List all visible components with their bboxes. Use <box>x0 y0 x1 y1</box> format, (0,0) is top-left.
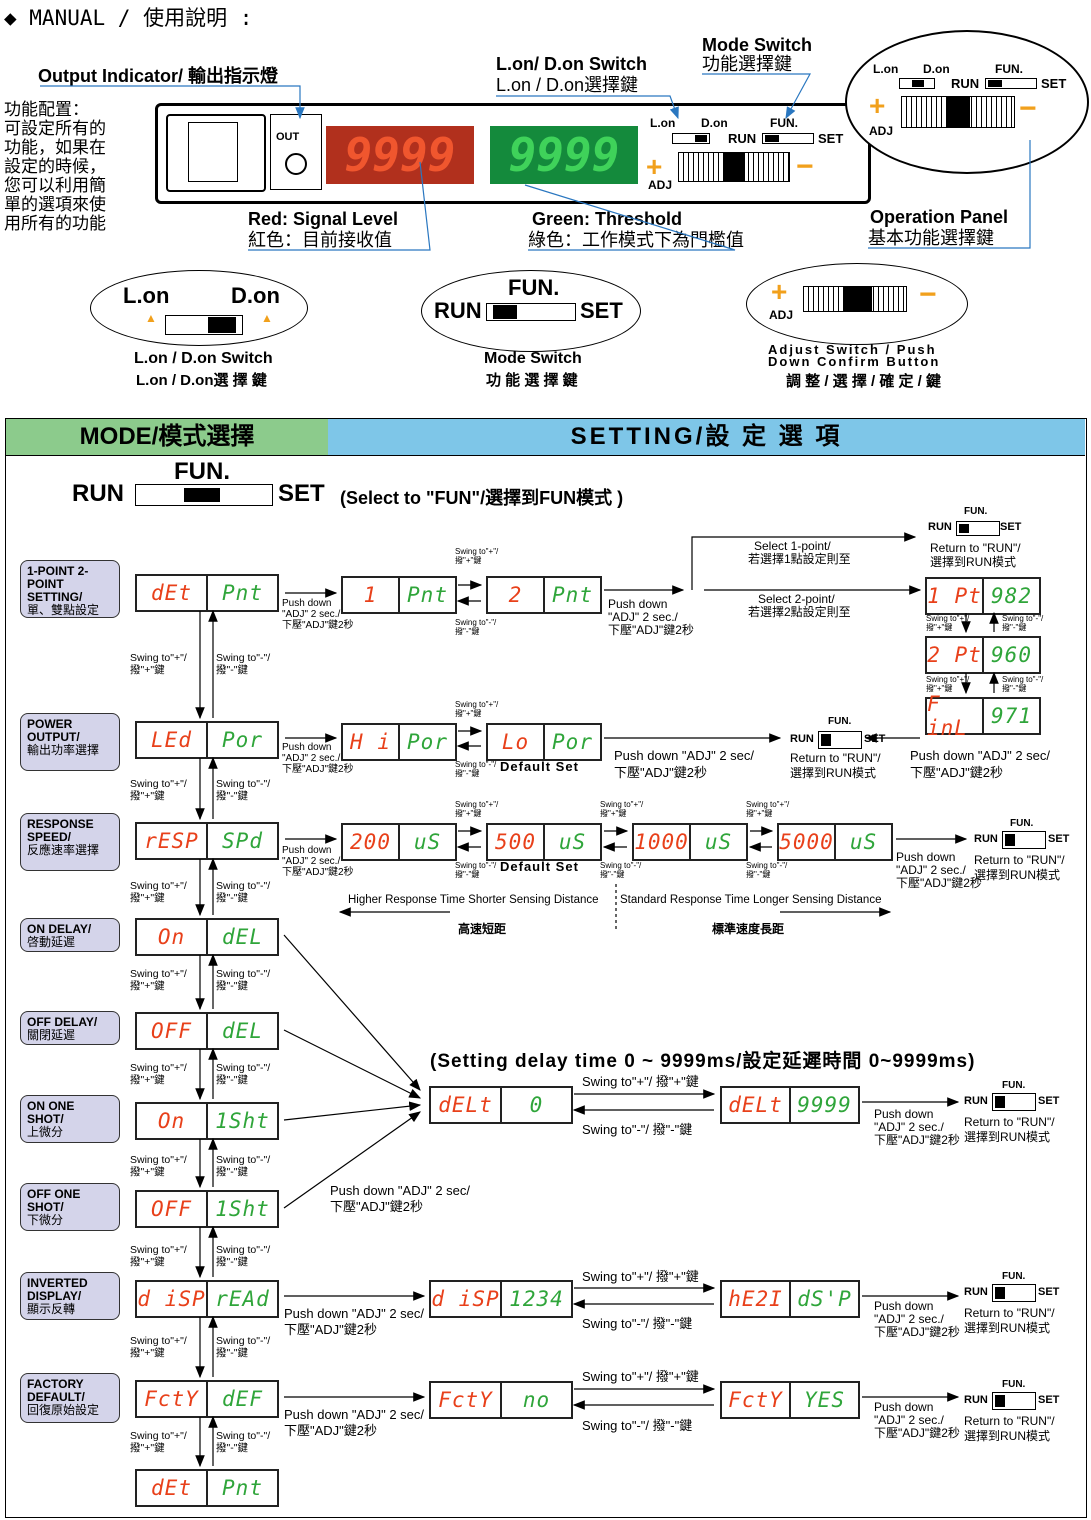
mode-label-response-speed: RESPONSE SPEED/反應速率選擇 <box>20 813 120 871</box>
push-label: Push down"ADJ" 2 sec./下壓"ADJ"鍵2秒 <box>608 597 694 637</box>
fun-mode-switch <box>135 484 273 506</box>
plus-icon: + <box>646 151 663 182</box>
lon-don-switch-label-zh: L.on / D.on選擇鍵 <box>496 75 639 95</box>
swing-label: Swing to"-"/撥"-"鍵 <box>216 968 271 992</box>
mode-label-on-delay: ON DELAY/啓動延遲 <box>20 918 120 952</box>
mode-label-power-output: POWER OUTPUT/輸出功率選擇 <box>20 713 120 771</box>
push-label: Push down"ADJ" 2 sec./下壓"ADJ"鍵2秒 <box>874 1299 960 1339</box>
swing-label: Swing to"+"/撥"+"鍵 <box>130 652 187 676</box>
output-led-icon <box>285 153 307 175</box>
operation-panel-label: Operation Panel <box>870 207 1009 227</box>
swing-label: Swing to"+"/撥"+"鍵 <box>130 1244 187 1268</box>
function-config-note: 功能配置： 可設定所有的 功能，如果在 設定的時候， 您可以利用簡 單的選項來使… <box>4 100 106 233</box>
settings-table <box>5 418 1087 1518</box>
minus-icon: − <box>796 150 814 183</box>
green-label: Green: Threshold <box>532 209 683 229</box>
setting-header: SETTING/設 定 選 項 <box>328 419 1085 456</box>
red-label: Red: Signal Level <box>248 209 399 229</box>
output-indicator-label: Output Indicator/ 輸出指示燈 <box>38 66 278 86</box>
run-switch-icon: FUN. RUN SET <box>964 1080 1064 1114</box>
device-connector <box>166 114 266 192</box>
operation-panel-label-zh: 基本功能選擇鍵 <box>868 228 994 248</box>
delay-title: (Setting delay time 0 ~ 9999ms/設定延遲時間 0~… <box>430 1051 976 1072</box>
green-label-zh: 綠色：工作模式下為門檻值 <box>528 230 744 250</box>
mode-label-off-one-shot: OFF ONE SHOT/下微分 <box>20 1183 120 1231</box>
green-display: 9999 <box>490 126 638 184</box>
swing-label: Swing to"-"/撥"-"鍵 <box>216 1154 271 1178</box>
mode-switch-label-zh: 功能選擇鍵 <box>702 54 792 74</box>
adjust-switch[interactable] <box>678 152 790 182</box>
push-label: Push down"ADJ" 2 sec./下壓"ADJ"鍵2秒 <box>874 1400 960 1440</box>
swing-label: Swing to"-"/撥"-"鍵 <box>216 652 271 676</box>
swing-label: Swing to"+"/撥"+"鍵 <box>130 1062 187 1086</box>
swing-label: Swing to"+"/撥"+"鍵 <box>130 1430 187 1454</box>
push-label: Push down"ADJ" 2 sec./下壓"ADJ"鍵2秒 <box>282 742 354 775</box>
swing-label: Swing to"-"/撥"-"鍵 <box>216 880 271 904</box>
mode-label-off-delay: OFF DELAY/關閉延遲 <box>20 1011 120 1045</box>
push-label: Push down"ADJ" 2 sec./下壓"ADJ"鍵2秒 <box>896 850 982 890</box>
run-switch-icon: FUN. RUN SET <box>964 1379 1064 1413</box>
push-label: Push down"ADJ" 2 sec./下壓"ADJ"鍵2秒 <box>282 598 354 631</box>
red-label-zh: 紅色：目前接收值 <box>248 230 392 250</box>
mode-switch[interactable] <box>762 133 814 144</box>
swing-label: Swing to"-"/撥"-"鍵 <box>216 1430 271 1454</box>
push-label: Push down"ADJ" 2 sec./下壓"ADJ"鍵2秒 <box>282 845 354 878</box>
swing-label: Swing to"+"/撥"+"鍵 <box>130 968 187 992</box>
lon-don-oval: L.on D.on ▲ ▲ <box>90 270 308 346</box>
swing-label: Swing to"+"/撥"+"鍵 <box>130 1154 187 1178</box>
mode-label-factory-default: FACTORY DEFAULT/回復原始設定 <box>20 1373 120 1423</box>
mode-label-inverted-display: INVERTED DISPLAY/顯示反轉 <box>20 1272 120 1320</box>
run-switch-icon: FUN. RUN SET <box>964 1271 1064 1305</box>
run-switch-icon: FUN. RUN SET <box>974 818 1074 852</box>
swing-label: Swing to"-"/撥"-"鍵 <box>216 778 271 802</box>
page-title: ◆ MANUAL / 使用說明 : <box>4 6 253 30</box>
mode-label-on-one-shot: ON ONE SHOT/上微分 <box>20 1095 120 1143</box>
red-display: 9999 <box>326 126 474 184</box>
operation-panel-zoom: L.on D.on FUN. RUN SET + ADJ − <box>845 30 1089 174</box>
sensor-device: OUT 9999 9999 L.on D.on FUN. RUN SET + A… <box>155 103 871 204</box>
swing-label: Swing to"-"/撥"-"鍵 <box>216 1335 271 1359</box>
lon-don-switch-label: L.on/ D.on Switch <box>496 54 647 74</box>
push-label: Push down"ADJ" 2 sec./下壓"ADJ"鍵2秒 <box>874 1107 960 1147</box>
mode-header: MODE/模式選擇 <box>6 419 328 456</box>
swing-label: Swing to"+"/撥"+"鍵 <box>130 1335 187 1359</box>
mode-switch-oval: FUN. RUN SET <box>421 270 641 352</box>
swing-label: Swing to"-"/撥"-"鍵 <box>216 1244 271 1268</box>
mode-switch-label: Mode Switch <box>702 35 813 55</box>
run-switch-icon: FUN. RUN SET <box>928 506 1028 540</box>
swing-label: Swing to"+"/撥"+"鍵 <box>130 880 187 904</box>
swing-label: Swing to"-"/撥"-"鍵 <box>216 1062 271 1086</box>
mode-label-point-setting: 1-POINT 2-POINT SETTING/單、雙點設定 <box>20 560 120 618</box>
lon-don-switch[interactable] <box>672 133 710 144</box>
adjust-switch-oval: + ADJ − <box>746 263 968 345</box>
swing-label: Swing to"+"/撥"+"鍵 <box>130 778 187 802</box>
